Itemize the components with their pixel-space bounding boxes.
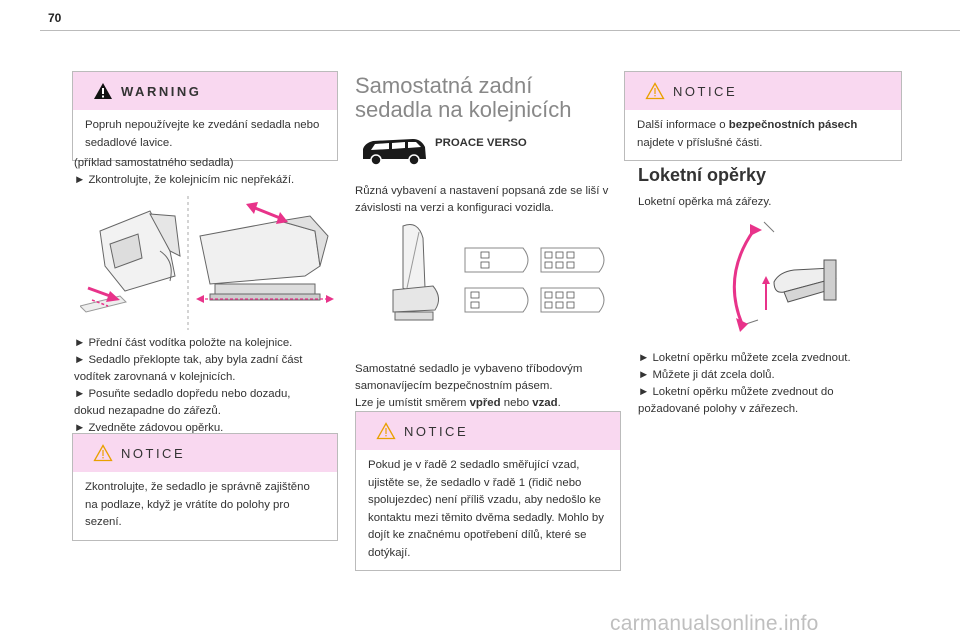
notice-icon (93, 444, 113, 462)
armrest-step-1: ► Loketní opěrku můžete zcela zvednout. (638, 352, 851, 364)
heading-line-2: sedadla na kolejnicích (355, 97, 572, 122)
direction-forward: vpřed (469, 397, 501, 409)
armrest-step-3-cont: požadované polohy v zářezech. (638, 403, 799, 415)
arrow-rotate-arc (732, 229, 756, 325)
folded-seat-drawing (99, 210, 181, 292)
arrow-head-left (106, 291, 120, 302)
arrow-head-up (750, 224, 762, 236)
intro-text: (příklad samostatného sedadla) ► Zkontro… (74, 155, 338, 189)
belt-line-3-mid: nebo (500, 397, 533, 409)
notice-3-pre: Další informace o (637, 119, 729, 131)
arrow-down-left (87, 286, 111, 298)
heading-line-1: Samostatná zadní (355, 73, 533, 98)
notice-icon (645, 82, 665, 100)
seatbelts-term: bezpečnostních pásech (728, 119, 858, 131)
notice-title-2: NOTICE (404, 423, 469, 439)
warning-icon (94, 83, 112, 99)
seat-drawing (199, 215, 329, 301)
seat-blocks (470, 251, 575, 309)
belt-line-3-pre: Lze je umístit směrem (355, 397, 470, 409)
arrow-vertical-head (762, 276, 770, 284)
armrest-illustration (732, 221, 837, 332)
step-2-cont: vodítek zarovnaná v kolejnicích. (74, 371, 236, 383)
step-3-cont: dokud nezapadne do zářezů. (74, 405, 221, 417)
notice-text-1: Zkontrolujte, že sedadlo je správně zaji… (73, 472, 337, 540)
armrest-drawing (773, 259, 837, 303)
warning-text: Popruh nepoužívejte ke zvedání sedadla n… (73, 110, 337, 160)
warning-title: WARNING (121, 83, 202, 99)
top-rule (40, 30, 960, 31)
intro-line-2: ► Zkontrolujte, že kolejnicím nic nepřek… (74, 174, 295, 186)
intro-line-1: (příklad samostatného sedadla) (74, 157, 234, 169)
notice-header-1: NOTICE (73, 434, 337, 472)
arrow-dash-left (91, 299, 109, 307)
belt-line-1: Samostatné sedadlo je vybaveno tříbodový… (355, 363, 583, 375)
notice-text-3: Další informace o bezpečnostních pásech … (625, 110, 901, 160)
van-layout-diagrams (464, 247, 605, 313)
single-seat-drawing (392, 224, 439, 321)
arc-bottom-mark (745, 319, 759, 325)
step-3: ► Posuňte sedadlo dopředu nebo dozadu, (74, 388, 291, 400)
armrest-intro: Loketní opěrka má zářezy. (638, 196, 772, 208)
notice-text-2: Pokud je v řadě 2 sedadlo směřující vzad… (356, 450, 620, 570)
direction-backward: vzad (532, 397, 558, 409)
section-heading-armrests: Loketní opěrky (638, 165, 767, 185)
model-label: PROACE VERSO (435, 137, 527, 149)
armrest-step-2: ► Můžete ji dát zcela dolů. (638, 369, 775, 381)
notice-title-1: NOTICE (121, 445, 186, 461)
belt-line-3: Lze je umístit směrem vpřed nebo vzad. (355, 395, 621, 412)
notice-header-3: NOTICE (625, 72, 901, 110)
armrest-steps: ► Loketní opěrku můžete zcela zvednout. … (638, 350, 904, 418)
notice-box-3: NOTICE Další informace o bezpečnostních … (624, 71, 902, 161)
seat-rail-illustration (80, 196, 334, 330)
van-icon (363, 139, 426, 166)
notice-box-2: NOTICE Pokud je v řadě 2 sedadlo směřují… (355, 411, 621, 571)
seat-configuration-illustration (392, 224, 605, 321)
armrest-step-3: ► Loketní opěrku můžete zvednout do (638, 386, 834, 398)
arc-top-mark (763, 221, 775, 233)
notice-box-1: NOTICE Zkontrolujte, že sedadlo je správ… (72, 433, 338, 541)
notice-header-2: NOTICE (356, 412, 620, 450)
belt-line-2: samonavíjecím bezpečnostním pásem. (355, 380, 553, 392)
arrow-slide-left (196, 295, 204, 303)
arrow-head-tilt-2 (276, 212, 288, 224)
step-2: ► Sedadlo překlopte tak, aby byla zadní … (74, 354, 303, 366)
watermark: carmanualsonline.info (610, 612, 819, 635)
arrow-head-down (736, 318, 748, 332)
arrow-slide-right (326, 295, 334, 303)
steps-text: ► Přední část vodítka položte na kolejni… (74, 335, 338, 437)
warning-header: WARNING (73, 72, 337, 110)
section-heading-seats: Samostatná zadní sedadla na kolejnicích (355, 74, 625, 122)
warning-box: WARNING Popruh nepoužívejte ke zvedání s… (72, 71, 338, 161)
step-4: ► Zvedněte zádovou opěrku. (74, 422, 224, 434)
notice-icon (376, 422, 396, 440)
variant-text: Různá vybavení a nastavení popsaná zde s… (355, 185, 609, 214)
page-number: 70 (48, 11, 62, 25)
notice-title-3: NOTICE (673, 83, 738, 99)
arrow-head-tilt (246, 202, 258, 214)
belt-line-3-end: . (557, 397, 561, 409)
arrow-tilt (254, 206, 281, 220)
belt-text: Samostatné sedadlo je vybaveno tříbodový… (355, 361, 621, 412)
step-1: ► Přední část vodítka položte na kolejni… (74, 337, 293, 349)
notice-3-post: najdete v příslušné části. (637, 136, 763, 149)
